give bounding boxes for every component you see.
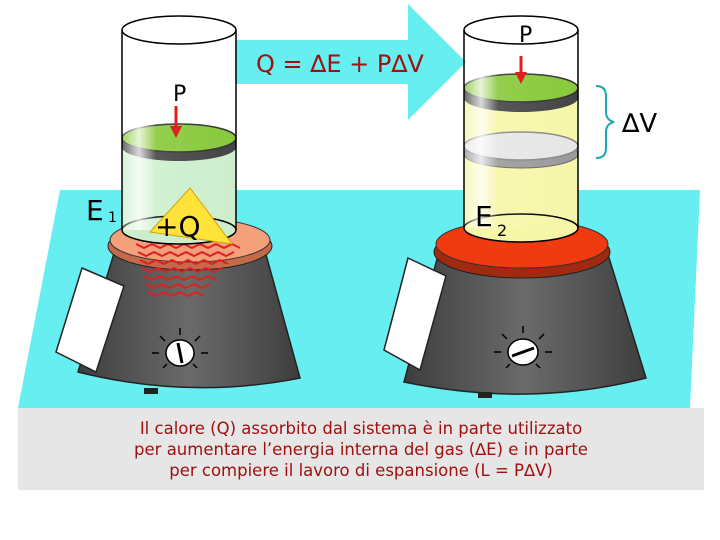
caption-box: Il calore (Q) assorbito dal sistema è in… [18, 408, 704, 490]
caption-line-1: Il calore (Q) assorbito dal sistema è in… [139, 418, 583, 438]
heat-waves-icon [135, 242, 241, 298]
left-dial-icon [152, 328, 208, 369]
right-pressure-arrow [515, 56, 527, 84]
right-dial-icon [494, 326, 552, 369]
heat-label: +Q [155, 210, 201, 243]
heat-flame-icon [148, 187, 234, 245]
process-arrow [235, 4, 466, 120]
left-energy-label: E [86, 194, 104, 227]
left-energy-subscript: 1 [108, 210, 117, 226]
volume-change-label: ∆V [621, 109, 657, 139]
left-pressure-label: P [173, 82, 186, 107]
volume-brace [595, 85, 615, 159]
left-pressure-arrow [170, 106, 182, 138]
caption-line-3: per compiere il lavoro di espansione (L … [169, 460, 553, 480]
right-energy-label: E [475, 200, 493, 233]
caption-line-2: per aumentare l’energia interna del gas … [134, 439, 588, 459]
right-energy-subscript: 2 [497, 221, 507, 240]
equation-label: Q = ∆E + P∆V [256, 50, 424, 78]
right-pressure-label: P [519, 23, 532, 48]
